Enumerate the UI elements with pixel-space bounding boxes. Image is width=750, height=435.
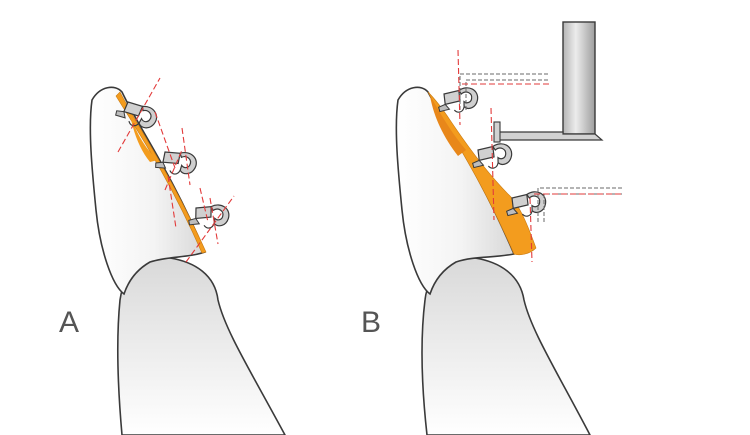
adhesive-layer-a [115, 91, 207, 254]
panel-b [395, 21, 622, 435]
panel-a [89, 77, 286, 435]
panel-label-b: B [361, 306, 382, 339]
tooth-crown-a [89, 86, 207, 296]
tooth-root-b [421, 256, 591, 435]
tooth-root-a [117, 256, 286, 435]
panel-label-a: A [59, 306, 80, 339]
reference-lines-a [117, 77, 235, 263]
reference-lines-b [457, 49, 622, 263]
positioning-gauge-icon [493, 21, 604, 143]
